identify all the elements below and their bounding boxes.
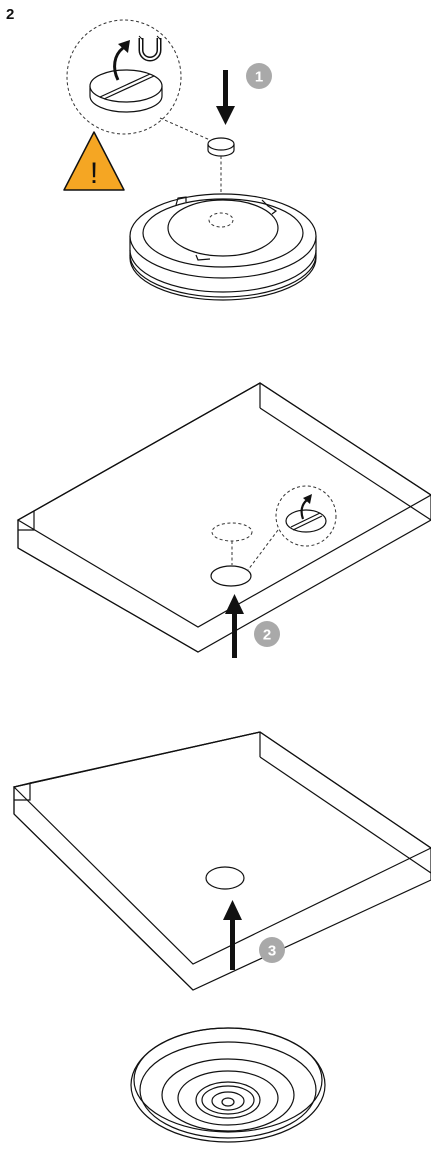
panel-3-attach-detector: 3 [12, 731, 431, 1143]
magnet-disc-bottom [210, 565, 252, 587]
svg-text:1: 1 [255, 69, 263, 86]
svg-text:3: 3 [268, 943, 276, 960]
magnet-disc-detail-2 [285, 494, 327, 533]
warning-icon: ! [63, 131, 125, 191]
ceiling-plate-2 [12, 731, 431, 991]
detail-zoom-circle-2 [275, 485, 337, 547]
svg-text:!: ! [90, 157, 98, 190]
detail-zoom-circle [66, 19, 182, 135]
detector-base [129, 193, 317, 301]
step-number: 2 [6, 6, 15, 23]
lift-arrow-head [118, 40, 130, 53]
magnet-disc-detail [89, 69, 163, 113]
magnet-disc [207, 137, 235, 157]
panel-2-ceiling-magnet: 2 [16, 382, 431, 658]
magnet-in-ceiling [205, 866, 245, 890]
step-badge-1: 1 [246, 63, 272, 89]
arrow-down-icon [216, 70, 235, 125]
arrow-up-icon [225, 594, 244, 658]
panel-1-remove-magnet: 1 ! [63, 19, 317, 301]
detector-unit [130, 1027, 326, 1143]
arrow-up-icon-2 [223, 900, 242, 970]
ceiling-plate [16, 382, 431, 653]
step-badge-3: 3 [259, 937, 285, 963]
magnet-icon [138, 35, 162, 62]
step-badge-2: 2 [254, 621, 280, 647]
lift-arrow [113, 46, 125, 81]
svg-text:2: 2 [263, 627, 271, 644]
detail-leader-line [159, 117, 211, 141]
